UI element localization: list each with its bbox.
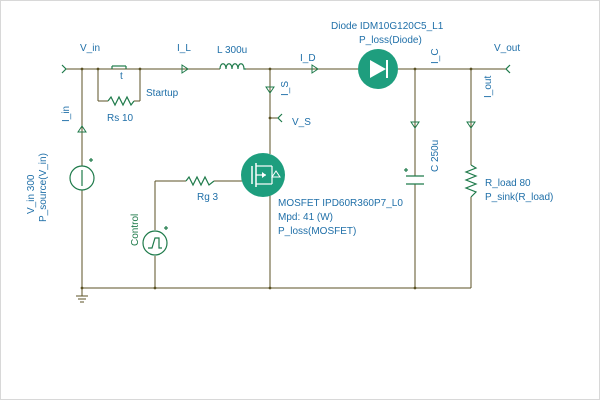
rload-resistor[interactable] [464, 164, 478, 198]
junction-dot [80, 67, 84, 71]
junction-dot [413, 286, 417, 290]
rload-label: R_load 80 [485, 178, 531, 189]
diode-name-label: Diode IDM10G120C5_L1 [331, 21, 444, 32]
v-in-label: V_in [80, 43, 100, 54]
rg-label: Rg 3 [197, 192, 219, 203]
capacitor[interactable] [404, 168, 424, 185]
i-c-label: I_C [430, 48, 441, 64]
junction-dots [80, 67, 473, 290]
junction-dot [153, 286, 157, 290]
startup-label: Startup [146, 88, 179, 99]
mosfet[interactable] [241, 153, 285, 197]
i-out-arrow [466, 121, 476, 129]
junction-dot [268, 116, 272, 120]
i-d-label: I_D [300, 53, 316, 64]
control-source[interactable] [142, 226, 168, 256]
i-l-label: I_L [177, 43, 191, 54]
i-out-label: I_out [483, 76, 494, 98]
i-d-arrow [311, 64, 319, 74]
v-out-terminal[interactable] [505, 64, 511, 74]
junction-dot [80, 286, 84, 290]
v-in-terminal[interactable] [61, 64, 67, 74]
junction-dot [268, 67, 272, 71]
mosfet-mpd-label: Mpd: 41 (W) [278, 212, 333, 223]
vin-psource-label: P_source(V_in) [38, 153, 49, 222]
junction-dot [469, 67, 473, 71]
mosfet-loss-label: P_loss(MOSFET) [278, 226, 356, 237]
i-s-label: I_S [280, 81, 291, 96]
i-l-arrow [181, 64, 189, 74]
junction-dot [96, 67, 100, 71]
i-s-arrow [265, 86, 275, 94]
v-out-label: V_out [494, 43, 520, 54]
rload-sink-label: P_sink(R_load) [485, 192, 553, 203]
inductor-label: L 300u [217, 45, 247, 56]
vin-source[interactable] [69, 158, 95, 191]
startup-switch[interactable] [111, 65, 127, 69]
mosfet-name-label: MOSFET IPD60R360P7_L0 [278, 198, 403, 209]
cap-label: C 250u [430, 140, 441, 172]
v-s-probe[interactable] [277, 113, 283, 123]
rs-resistor[interactable] [107, 95, 135, 107]
i-in-arrow [77, 125, 87, 133]
control-label: Control [130, 214, 141, 246]
startup-t-label: t [120, 71, 123, 82]
v-s-label: V_S [292, 117, 311, 128]
i-c-arrow [410, 121, 420, 129]
diode[interactable] [358, 49, 398, 89]
junction-dot [413, 67, 417, 71]
vin-source-label: V_in 300 [26, 174, 37, 214]
diode-loss-label: P_loss(Diode) [359, 35, 422, 46]
rg-resistor[interactable] [185, 175, 215, 187]
junction-dot [138, 67, 142, 71]
rs-label: Rs 10 [107, 113, 134, 124]
i-in-label: I_in [61, 106, 72, 122]
inductor-l[interactable] [219, 63, 246, 70]
junction-dot [268, 286, 272, 290]
